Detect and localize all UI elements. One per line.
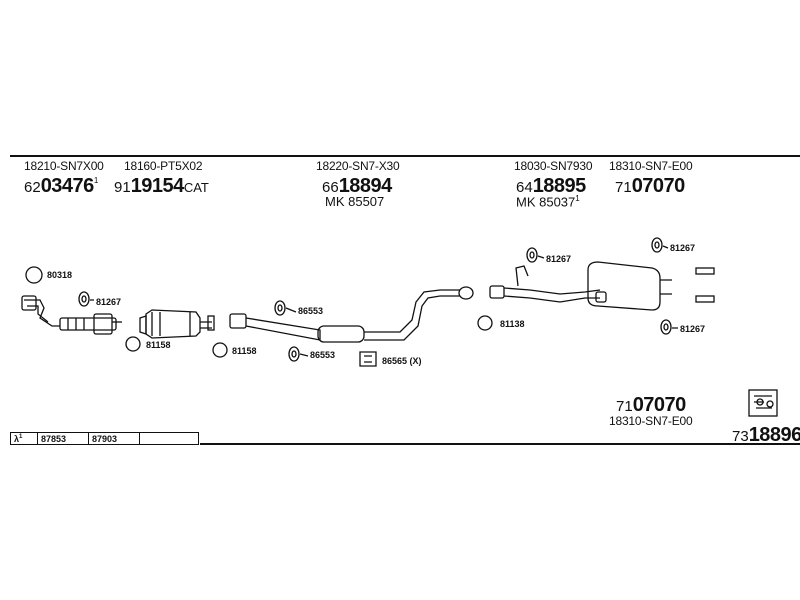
footer-table: λ1 87853 87903: [10, 432, 199, 445]
oem-number-bottom: 18310-SN7-E00: [609, 414, 693, 428]
footer-cell-2: 87903: [88, 432, 140, 445]
oem-number-4: 18030-SN7930: [514, 159, 593, 173]
callout-81267-b: 81267: [546, 254, 572, 264]
muffler-icon: [587, 261, 672, 311]
pipe-kit-icon: [748, 389, 778, 417]
bottom-rule: [200, 443, 800, 445]
callout-81138: 81138: [500, 319, 525, 329]
callout-81158-b: 81158: [232, 346, 257, 356]
rear-pipe-icon: [489, 265, 601, 303]
part-number-2: 9119154CAT: [114, 175, 209, 197]
part-number-5: 7107070: [615, 175, 685, 197]
mk-number-3: MK 85507: [325, 194, 385, 209]
ring-clamp-icon: [212, 342, 228, 358]
footer-cell-1: 87853: [37, 432, 89, 445]
callout-81267-c: 81267: [670, 243, 696, 253]
oem-number-5: 18310-SN7-E00: [609, 159, 693, 173]
callout-80318: 80318: [47, 270, 73, 280]
ring-clamp-icon: [477, 315, 493, 331]
lambda-cell: λ1: [10, 432, 38, 445]
kit-number: 7318896: [732, 424, 800, 446]
tail-pipe-icon: [695, 267, 715, 303]
part-number-bottom: 7107070: [616, 394, 686, 416]
oem-number-2: 18160-PT5X02: [124, 159, 203, 173]
callout-86565: 86565 (X): [382, 356, 422, 366]
mk-number-4: MK 850371: [516, 194, 580, 210]
ring-clamp-icon: [25, 266, 43, 284]
top-rule: [10, 155, 800, 157]
rubber-hanger-icon: [78, 237, 672, 362]
callout-81267-a: 81267: [96, 297, 122, 307]
callout-86553-b: 86553: [310, 350, 336, 360]
oem-number-1: 18210-SN7X00: [24, 159, 104, 173]
front-pipe-icon: [21, 295, 122, 335]
catalytic-converter-icon: [139, 309, 215, 339]
ring-clamp-icon: [125, 336, 141, 352]
callout-86553-a: 86553: [298, 306, 324, 316]
callout-81158-a: 81158: [146, 340, 171, 350]
part-number-1: 62034761: [24, 175, 99, 197]
callout-81267-d: 81267: [680, 324, 706, 334]
footer-cell-empty: [139, 432, 199, 445]
middle-pipe-icon: [229, 286, 474, 343]
oem-number-3: 18220-SN7-X30: [316, 159, 400, 173]
part-number-4: 6418895: [516, 175, 586, 197]
part-number-3: 6618894: [322, 175, 392, 197]
